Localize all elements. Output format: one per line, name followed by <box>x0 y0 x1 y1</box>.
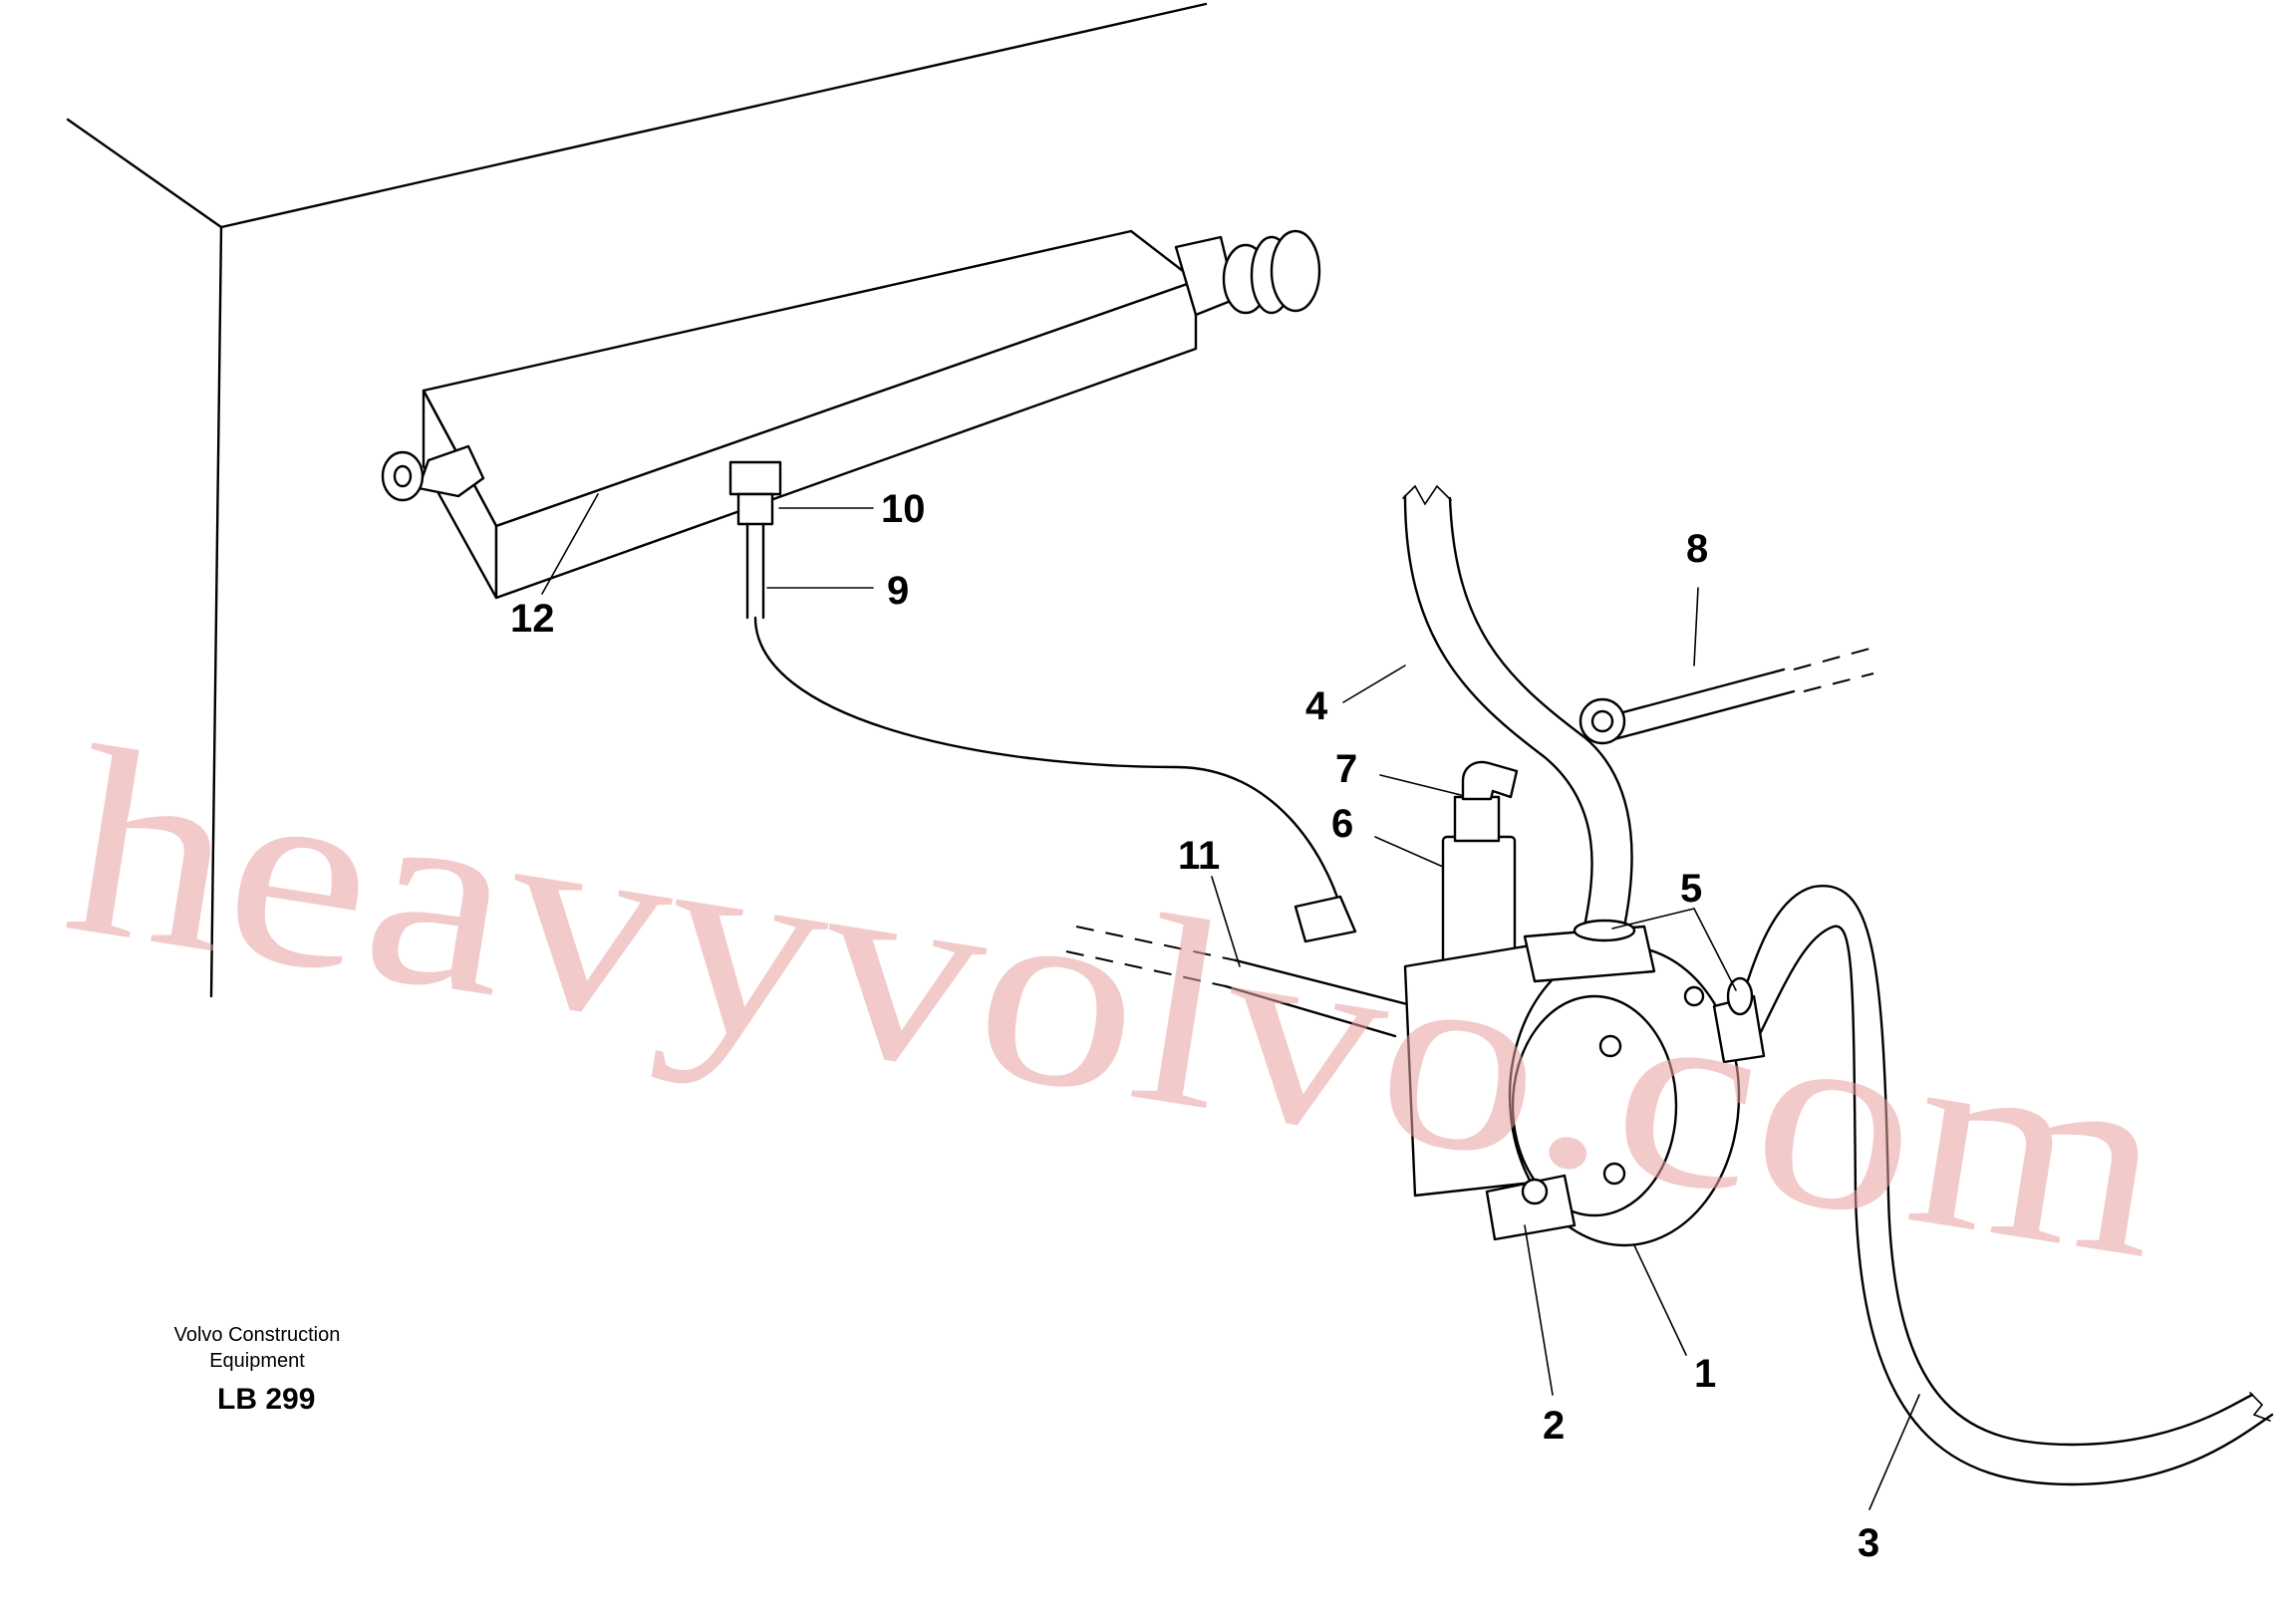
part-9-thin-hose <box>745 522 1357 943</box>
callout-12: 12 <box>510 597 555 641</box>
leader-lines <box>541 493 1920 1510</box>
callout-1: 1 <box>1694 1352 1716 1396</box>
part-8-hose <box>1578 647 1874 745</box>
part-1-housing <box>1403 925 1741 1247</box>
diagram-code: LB 299 <box>217 1383 315 1416</box>
callout-3: 3 <box>1858 1521 1879 1565</box>
callout-8: 8 <box>1686 527 1708 571</box>
cab-frame-outline <box>66 2 1208 998</box>
part-4-hose <box>1402 484 1633 929</box>
watermark: heavyvolvo.com <box>51 690 2184 1315</box>
part-11-rod <box>1065 926 1417 1038</box>
part-7-elbow <box>1461 760 1519 801</box>
callout-4: 4 <box>1305 684 1328 728</box>
callout-11: 11 <box>1178 834 1220 878</box>
callout-7: 7 <box>1335 747 1357 791</box>
callout-10: 10 <box>881 487 926 531</box>
caption-company: Volvo Construction <box>174 1324 341 1346</box>
callout-6: 6 <box>1331 802 1353 846</box>
callout-5: 5 <box>1680 867 1702 911</box>
part-10-fitting <box>728 460 782 526</box>
part-12-valve-block <box>381 229 1321 600</box>
part-6-switch <box>1441 795 1517 988</box>
part-2-bracket <box>1485 1174 1577 1241</box>
part-3-hose <box>1712 884 2274 1486</box>
callout-9: 9 <box>887 569 909 613</box>
caption-division: Equipment <box>209 1350 305 1372</box>
part-5-clamps <box>1573 919 1754 1016</box>
callout-2: 2 <box>1543 1404 1565 1448</box>
